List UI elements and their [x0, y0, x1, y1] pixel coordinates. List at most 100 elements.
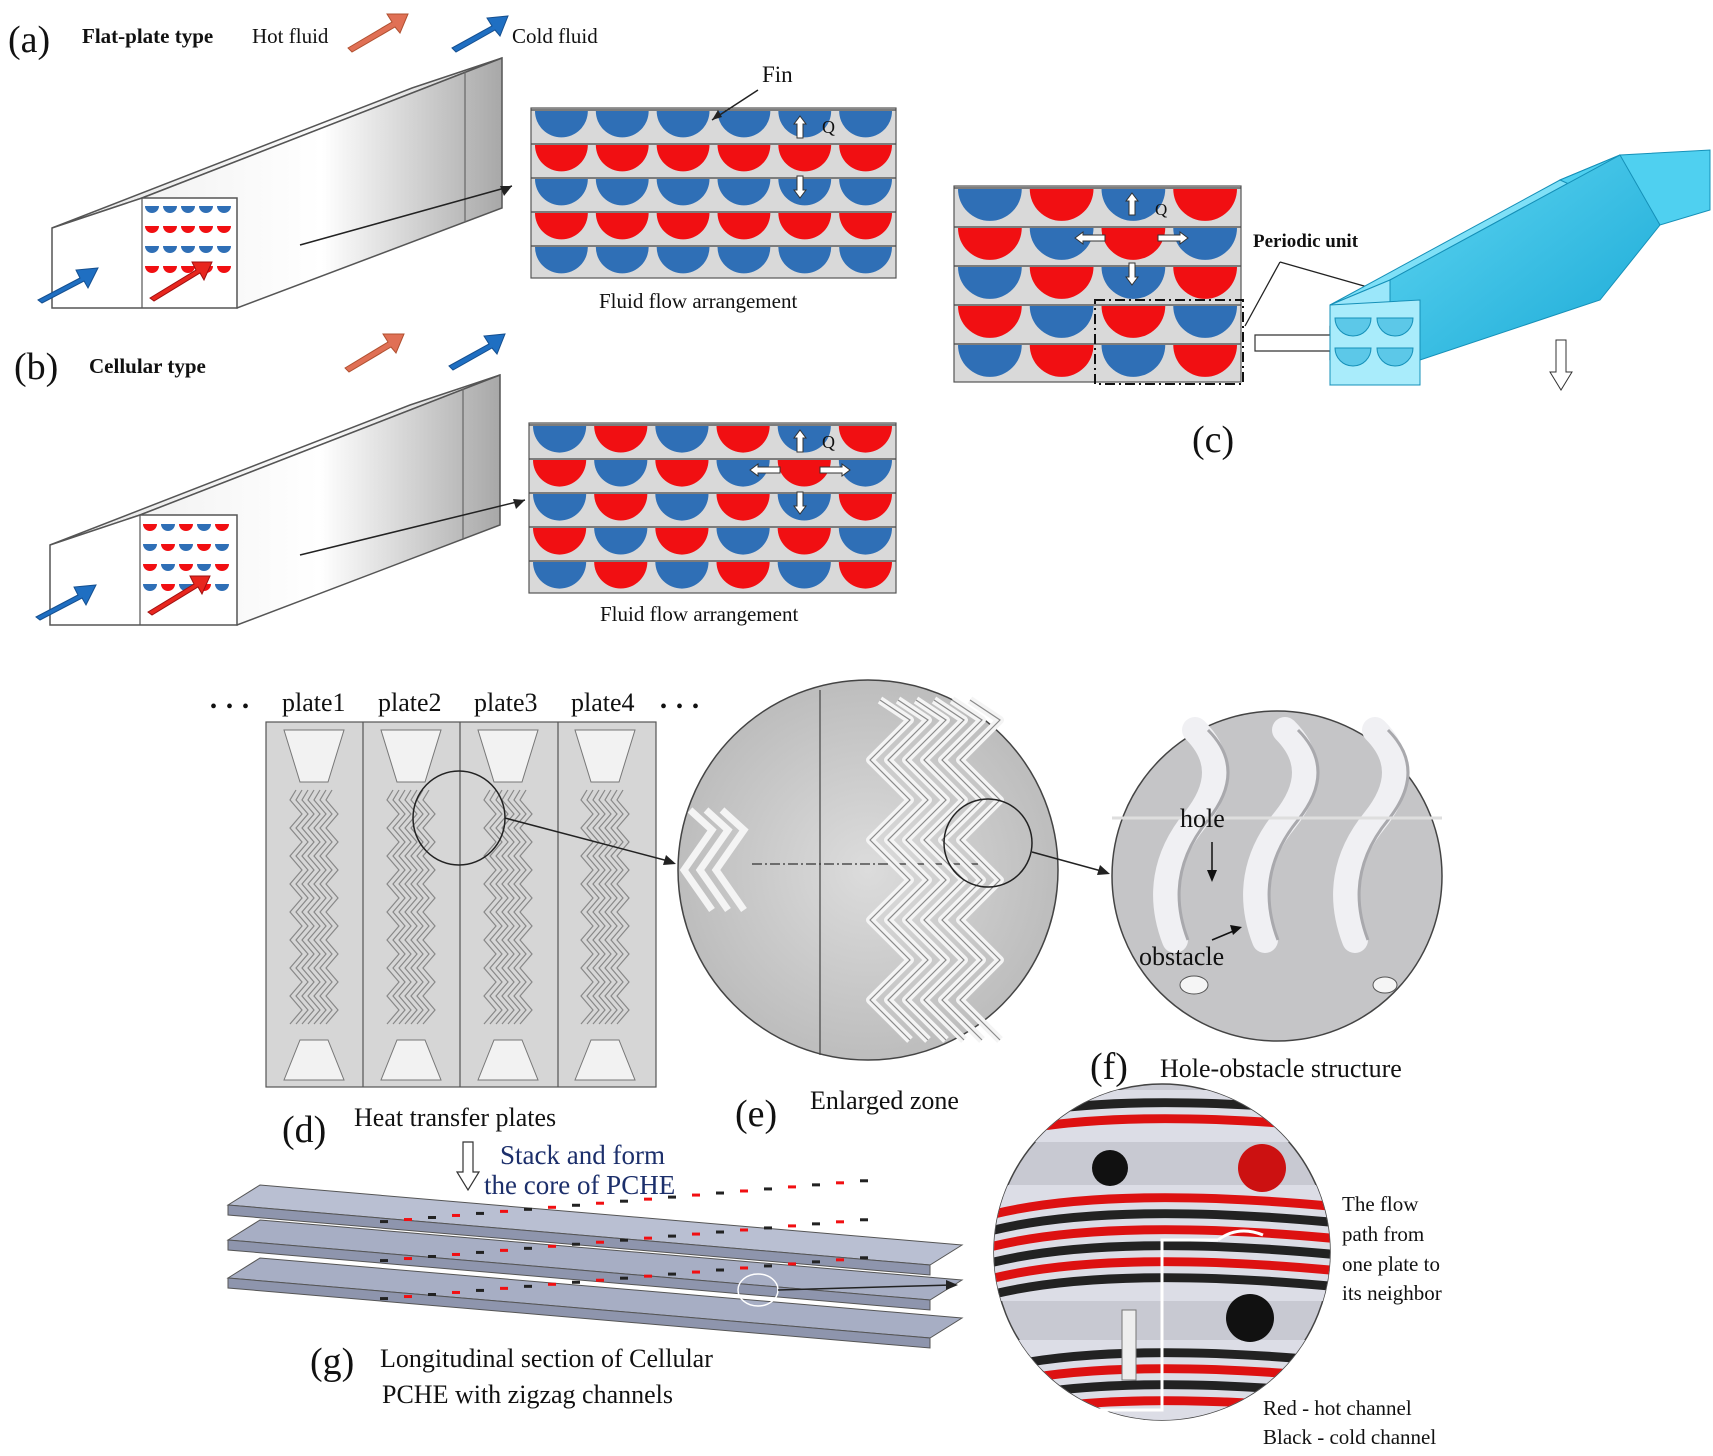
- semicircle-channel: [655, 528, 709, 555]
- semicircle-channel: [145, 226, 159, 233]
- channel-mark: [668, 1234, 676, 1238]
- cold-legend-arrow-b: [448, 333, 506, 371]
- semicircle-channel: [215, 584, 229, 591]
- channel-mark: [860, 1256, 868, 1260]
- plate4-label: plate4: [571, 688, 635, 717]
- channel-mark: [500, 1286, 508, 1290]
- semicircle-channel: [215, 524, 229, 531]
- inlet-manifold: [574, 729, 636, 783]
- semicircle-channel: [145, 266, 159, 273]
- channel-mark: [668, 1272, 676, 1276]
- channel-mark: [692, 1270, 700, 1274]
- heat-transfer-caption: Heat transfer plates: [354, 1103, 557, 1132]
- semicircle-channel: [535, 213, 588, 240]
- semicircle-channel: [533, 528, 587, 555]
- semicircle-channel: [777, 562, 831, 589]
- panel-f-label: (f): [1090, 1046, 1128, 1088]
- zigzag-channel: [495, 789, 509, 1025]
- semicircle-channel: [197, 524, 211, 531]
- flat-plate-box: [51, 56, 513, 309]
- fin-label: Fin: [762, 62, 793, 87]
- channel-mark: [524, 1284, 532, 1288]
- panel-e-label: (e): [735, 1093, 778, 1135]
- panel-b-label: (b): [14, 346, 59, 388]
- channel-mark: [452, 1213, 460, 1217]
- channel-mark: [476, 1250, 484, 1254]
- zigzag-channel: [313, 789, 327, 1025]
- semicircle-channel: [181, 246, 195, 253]
- flow-text-4: its neighbor: [1342, 1281, 1442, 1305]
- semicircle-channel: [535, 179, 588, 206]
- channel-mark: [572, 1203, 580, 1207]
- hole-obstacle-caption: Hole-obstacle structure: [1160, 1054, 1402, 1083]
- zigzag-channel: [679, 807, 717, 913]
- semicircle-channel: [717, 145, 771, 172]
- semicircle-channel: [655, 562, 709, 589]
- semicircle-channel: [163, 246, 177, 253]
- zigzag-channel: [325, 789, 339, 1025]
- semicircle-channel: [838, 460, 892, 487]
- channel-mark: [764, 1264, 772, 1268]
- semicircle-channel: [594, 562, 648, 589]
- semicircle-channel: [595, 213, 649, 240]
- channel-mark: [788, 1262, 796, 1266]
- inlet-manifold: [477, 729, 539, 783]
- semicircle-channel: [778, 145, 832, 172]
- semicircle-channel: [217, 266, 231, 273]
- ellipsis-left: • • •: [210, 696, 252, 718]
- channel-mark: [644, 1197, 652, 1201]
- semicircle-channel: [717, 179, 771, 206]
- channel-mark: [716, 1268, 724, 1272]
- semicircle-channel: [1173, 345, 1237, 377]
- channel-mark: [740, 1266, 748, 1270]
- q-label-b: Q: [822, 432, 835, 452]
- channel-mark: [668, 1195, 676, 1199]
- semicircle-channel: [1173, 306, 1237, 338]
- zigzag-channel: [392, 789, 406, 1025]
- semicircle-channel: [197, 564, 211, 571]
- semicircle-channel: [656, 145, 710, 172]
- channel-mark: [404, 1218, 412, 1222]
- channel-mark: [500, 1209, 508, 1213]
- semicircle-channel: [181, 206, 195, 213]
- panel-c-label: (c): [1192, 419, 1235, 461]
- semicircle-channel: [958, 306, 1022, 338]
- semicircle-channel: [1101, 306, 1166, 338]
- channel-mark: [860, 1218, 868, 1222]
- semicircle-channel: [181, 226, 195, 233]
- zigzag-channel-edge: [923, 699, 965, 1041]
- semicircle-channel: [594, 528, 648, 555]
- cold-fluid-label: Cold fluid: [512, 24, 598, 48]
- semicircle-channel: [777, 460, 831, 487]
- hot-legend-arrow-b: [344, 333, 405, 373]
- channel-mark: [860, 1179, 868, 1183]
- semicircle-channel: [594, 460, 648, 487]
- zigzag-channel-edge: [869, 699, 911, 1041]
- zigzag-channel-edge: [905, 699, 947, 1041]
- semicircle-channel: [163, 266, 177, 273]
- semicircle-channel: [163, 206, 177, 213]
- semicircle-channel: [533, 562, 587, 589]
- semicircle-channel: [197, 544, 211, 551]
- semicircle-channel: [839, 247, 892, 274]
- heat-transfer-plates: [265, 721, 676, 1088]
- semicircle-channel: [839, 213, 892, 240]
- semicircle-channel: [179, 564, 193, 571]
- semicircle-channel: [215, 564, 229, 571]
- inlet-manifold: [283, 729, 345, 783]
- outlet-manifold: [283, 1039, 345, 1081]
- semicircle-channel: [1101, 228, 1166, 260]
- semicircle-channel: [217, 226, 231, 233]
- channel-mark: [644, 1236, 652, 1240]
- semicircle-channel: [717, 111, 771, 138]
- zigzag-channel: [483, 789, 497, 1025]
- semicircle-channel: [199, 226, 213, 233]
- semicircle-channel: [716, 562, 770, 589]
- channel-mark: [764, 1226, 772, 1230]
- stack-form-line2: the core of PCHE: [484, 1170, 676, 1200]
- obstacle-label: obstacle: [1139, 942, 1225, 971]
- zigzag-channel: [586, 789, 600, 1025]
- channel-mark: [596, 1201, 604, 1205]
- cold-inlet-arrow-b: [35, 584, 97, 621]
- channel-mark: [404, 1257, 412, 1261]
